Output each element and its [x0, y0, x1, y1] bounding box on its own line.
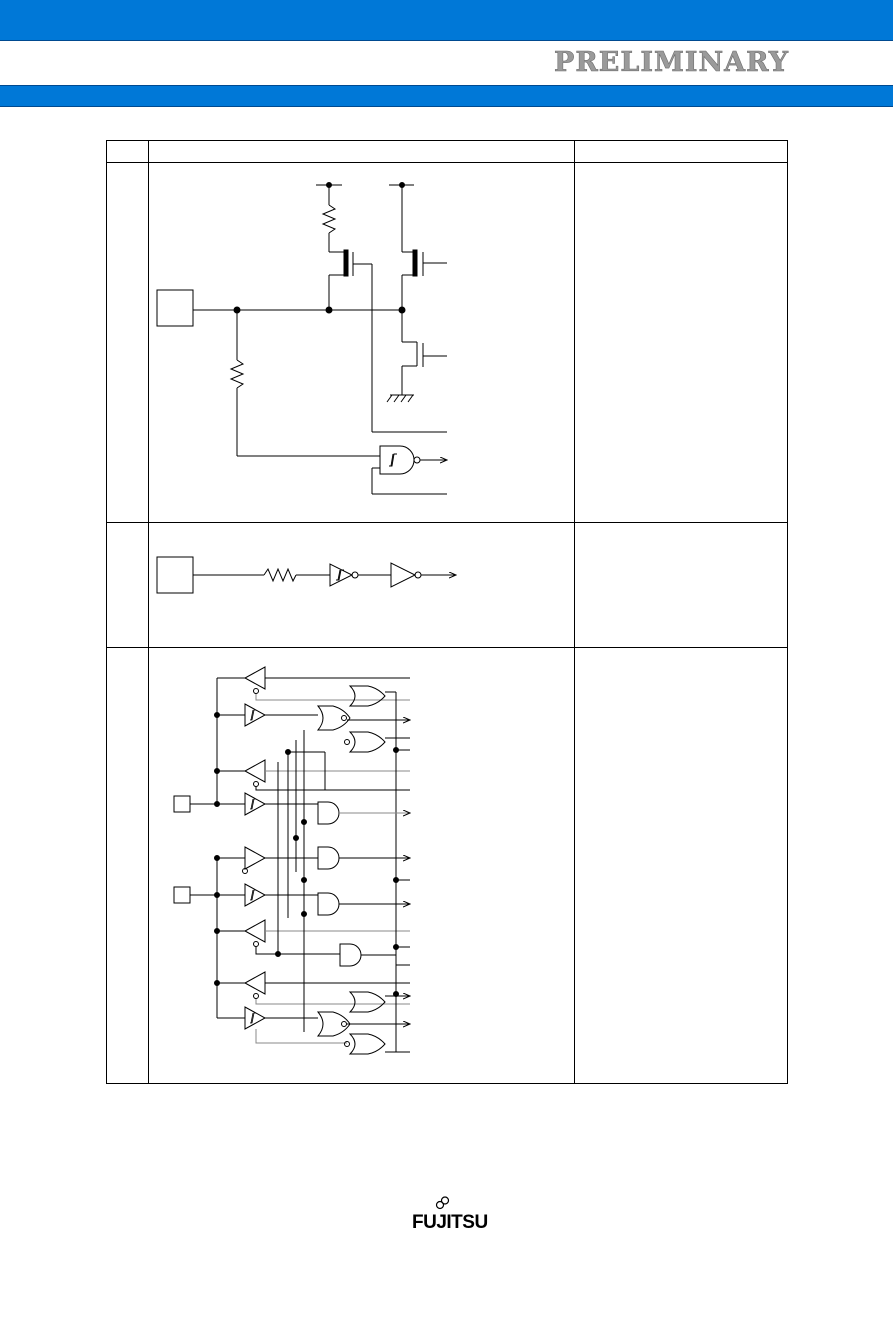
schmitt-nand-1: [379, 445, 415, 475]
preliminary-watermark: PRELIMINARY: [554, 47, 789, 79]
input-resistor: [229, 359, 245, 389]
pin-pad-1: [156, 289, 194, 327]
header-top-bar: [0, 0, 893, 41]
circuit-row-2: [156, 556, 456, 594]
pullup-resistor: [321, 204, 337, 234]
input-resistor-2: [263, 567, 297, 583]
pin-pad-2: [156, 556, 194, 594]
header-bottom-bar: [0, 85, 893, 107]
circuit-row-3: [173, 666, 410, 1055]
pin-pad-3b: [173, 886, 191, 904]
inverter: [390, 562, 417, 588]
fujitsu-logo: FUJITSU: [412, 1212, 488, 1233]
table-grid: [106, 140, 788, 1084]
header-band: [0, 41, 893, 85]
schmitt-inverter: [329, 563, 354, 587]
circuit-row-1: [156, 182, 447, 495]
fujitsu-logo-mark: [435, 1196, 450, 1210]
pin-pad-3a: [173, 795, 191, 813]
